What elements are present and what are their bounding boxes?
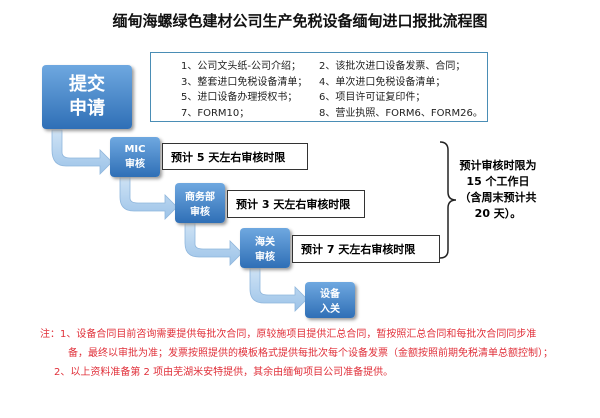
arrow-submit-to-mic bbox=[51, 129, 113, 175]
note-line: 备，最终以审批为准；发票按照提供的模板格式提供每批次每个设备发票（金额按照前期免… bbox=[68, 348, 553, 359]
note-line: 2、以上资料准备第 2 项由芜湖米安特提供，其余由缅甸项目公司准备提供。 bbox=[54, 367, 394, 378]
arrow-commerce-to-customs bbox=[184, 222, 243, 266]
doc-item: 1、公司文头纸-公司介绍； bbox=[181, 61, 301, 72]
doc-item: 4、单次进口免税设备清单； bbox=[319, 76, 446, 88]
step-label: 审核 bbox=[255, 252, 275, 263]
arrow-mic-to-commerce bbox=[119, 176, 178, 220]
duration-commerce: 预计 3 天左右审核时限 bbox=[227, 190, 365, 218]
notes: 注：1、设备合同目前咨询需要提供每批次合同，原较施项目提供汇总合同，暂按照汇总合… bbox=[40, 325, 553, 382]
doc-item: 6、项目许可证复印件； bbox=[319, 92, 426, 103]
step-label: MIC bbox=[124, 144, 146, 155]
required-documents-box: 1、公司文头纸-公司介绍； 2、该批次进口设备发票、合同； 3、整套进口免税设备清… bbox=[150, 52, 488, 122]
step-commerce: 商务部审核 bbox=[175, 183, 225, 223]
doc-item: 3、整套进口免税设备清单； bbox=[181, 76, 308, 88]
brace bbox=[439, 141, 457, 259]
step-mic: MIC 审核 bbox=[110, 137, 160, 177]
duration-customs: 预计 7 天左右审核时限 bbox=[292, 235, 440, 263]
step-entry: 设备入关 bbox=[305, 282, 355, 318]
step-submit: 提交申请 bbox=[42, 65, 132, 129]
doc-item: 2、该批次进口设备发票、合同； bbox=[319, 61, 466, 72]
step-label: 提交 bbox=[69, 74, 105, 95]
step-label: 审核 bbox=[190, 207, 210, 218]
step-customs: 海关审核 bbox=[240, 228, 290, 268]
doc-item: 7、FORM10； bbox=[181, 107, 250, 119]
doc-item: 8、营业执照、FORM6、FORM26。 bbox=[319, 107, 483, 119]
step-label: 入关 bbox=[320, 304, 340, 315]
step-label: 设备 bbox=[320, 289, 340, 300]
step-label: 审核 bbox=[125, 159, 145, 170]
note-line: 注：1、设备合同目前咨询需要提供每批次合同，原较施项目提供汇总合同，暂按照汇总合… bbox=[40, 329, 537, 340]
step-label: 海关 bbox=[255, 237, 275, 248]
duration-mic: 预计 5 天左右审核时限 bbox=[162, 143, 308, 170]
step-label: 商务部 bbox=[185, 192, 215, 203]
step-label: 申请 bbox=[69, 98, 105, 119]
arrow-customs-to-entry bbox=[249, 267, 308, 312]
total-duration: 预计审核时限为 15 个工作日（含周末预计共 20 天）。 bbox=[459, 159, 537, 220]
doc-item: 5、进口设备办理授权书； bbox=[181, 92, 298, 103]
page-title: 缅甸海螺绿色建材公司生产免税设备缅甸进口报批流程图 bbox=[112, 12, 488, 30]
